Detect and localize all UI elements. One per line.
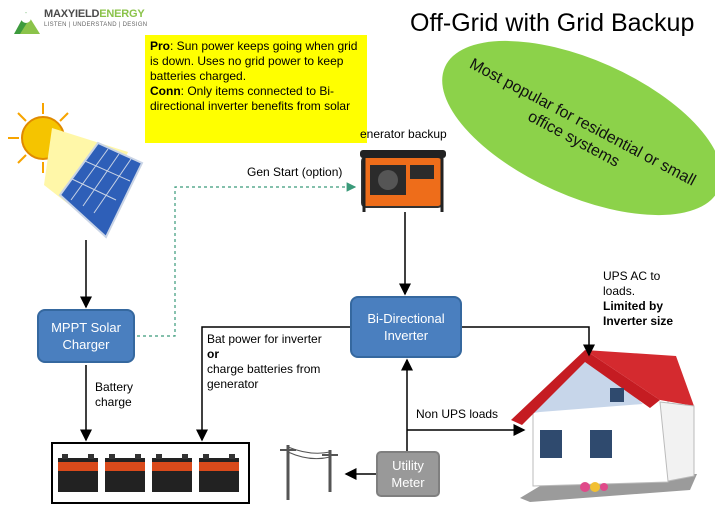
logo-brand: MAXYIELDENERGY	[44, 8, 145, 20]
pro-text: : Sun power keeps going when grid is dow…	[150, 39, 358, 83]
house-icon	[511, 350, 697, 502]
generator-backup-label: enerator backup	[360, 127, 447, 141]
logo-icon	[14, 12, 40, 34]
battery-bank-box	[51, 442, 250, 504]
callout-ellipse	[442, 40, 715, 216]
connectors	[80, 212, 595, 480]
bi-directional-inverter-node: Bi-Directional Inverter	[350, 296, 462, 358]
utility-pole-icon	[280, 445, 338, 500]
non-ups-loads-label: Non UPS loads	[416, 407, 499, 421]
pro-con-note: Pro: Sun power keeps going when grid is …	[145, 35, 367, 143]
solar-panel-icon	[58, 141, 144, 239]
logo	[8, 4, 168, 40]
arrow-inverter-to-batteries	[196, 326, 350, 442]
page-title: Off-Grid with Grid Backup	[410, 9, 695, 37]
arrow-inverter-to-house	[462, 326, 595, 357]
utility-meter-node: Utility Meter	[376, 451, 440, 497]
gen-start-label: Gen Start (option)	[247, 165, 343, 179]
generator-icon	[360, 150, 446, 212]
arrow-gen-start	[137, 182, 357, 337]
mppt-solar-charger-node: MPPT Solar Charger	[37, 309, 135, 363]
con-text: : Only items connected to Bi-directional…	[150, 84, 351, 113]
con-label: Conn	[150, 84, 181, 98]
pro-label: Pro	[150, 39, 171, 53]
logo-tagline: LISTEN | UNDERSTAND | DESIGN	[44, 22, 148, 28]
